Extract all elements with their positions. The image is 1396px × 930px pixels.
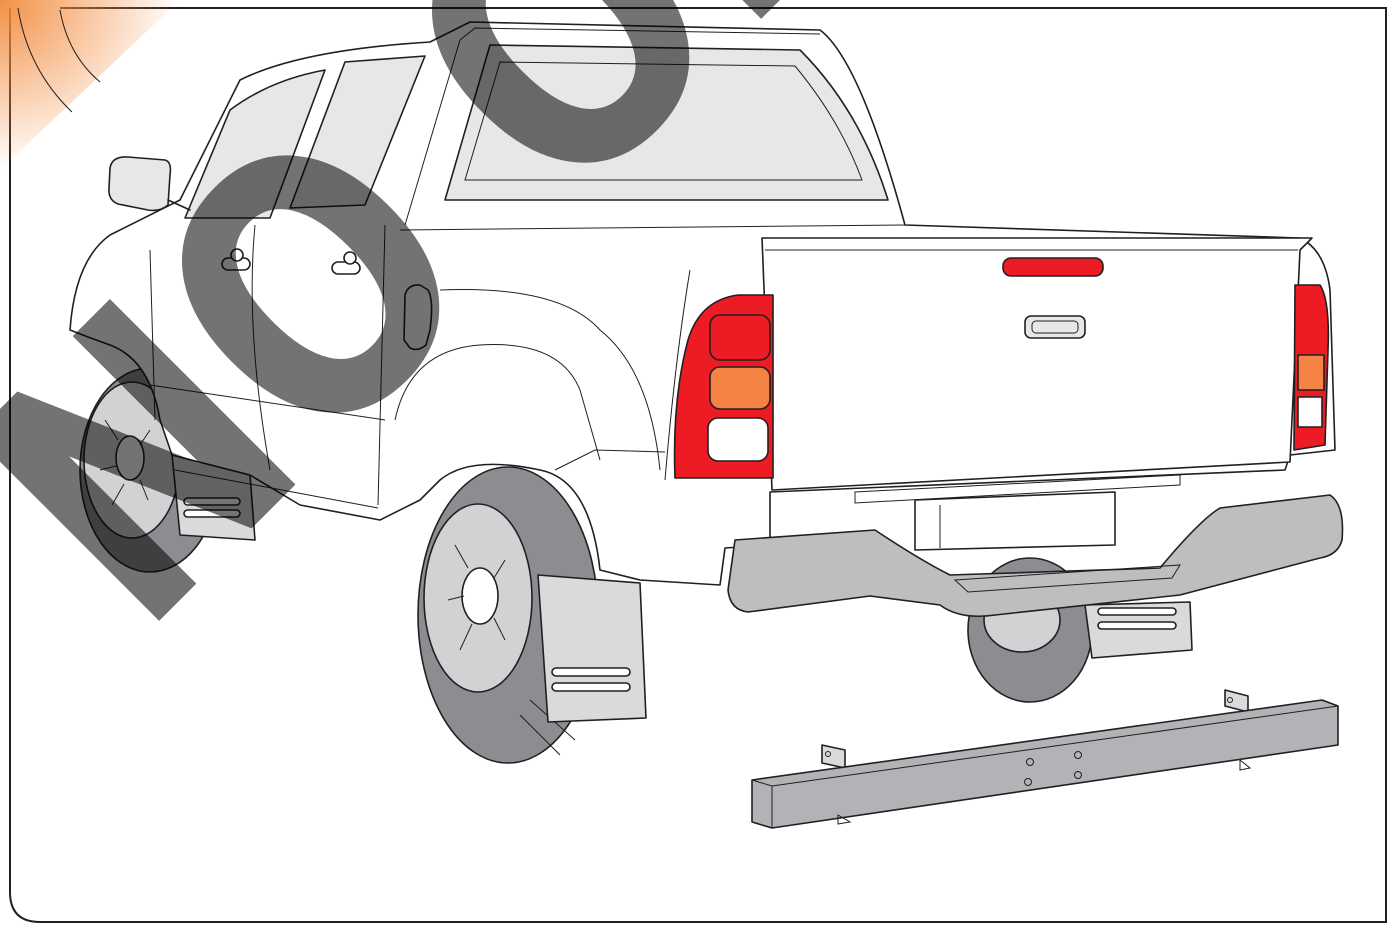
rear-frame-opening bbox=[914, 491, 1116, 551]
front-mud-flap bbox=[171, 454, 256, 541]
far-mud-flap bbox=[1084, 601, 1193, 659]
side-mirror bbox=[108, 156, 191, 212]
third-brake-light bbox=[1002, 257, 1104, 277]
tailgate-handle bbox=[1024, 315, 1086, 339]
pickup-truck bbox=[69, 21, 1344, 764]
tow-bar bbox=[751, 689, 1339, 829]
fuel-door bbox=[403, 284, 433, 351]
bolt-hole bbox=[1026, 758, 1034, 766]
door-handles bbox=[221, 248, 361, 275]
rear-mud-flap bbox=[537, 574, 647, 723]
bolt-hole bbox=[1074, 751, 1082, 759]
cab-windows bbox=[184, 27, 889, 226]
corner-accent bbox=[0, 0, 180, 170]
bolt-hole bbox=[1024, 778, 1032, 786]
right-tail-light bbox=[1293, 284, 1330, 451]
tailgate bbox=[761, 237, 1313, 504]
rear-bumper bbox=[727, 494, 1344, 618]
left-tail-light bbox=[673, 294, 774, 479]
bolt-hole bbox=[1074, 771, 1082, 779]
page-frame bbox=[9, 7, 1387, 923]
